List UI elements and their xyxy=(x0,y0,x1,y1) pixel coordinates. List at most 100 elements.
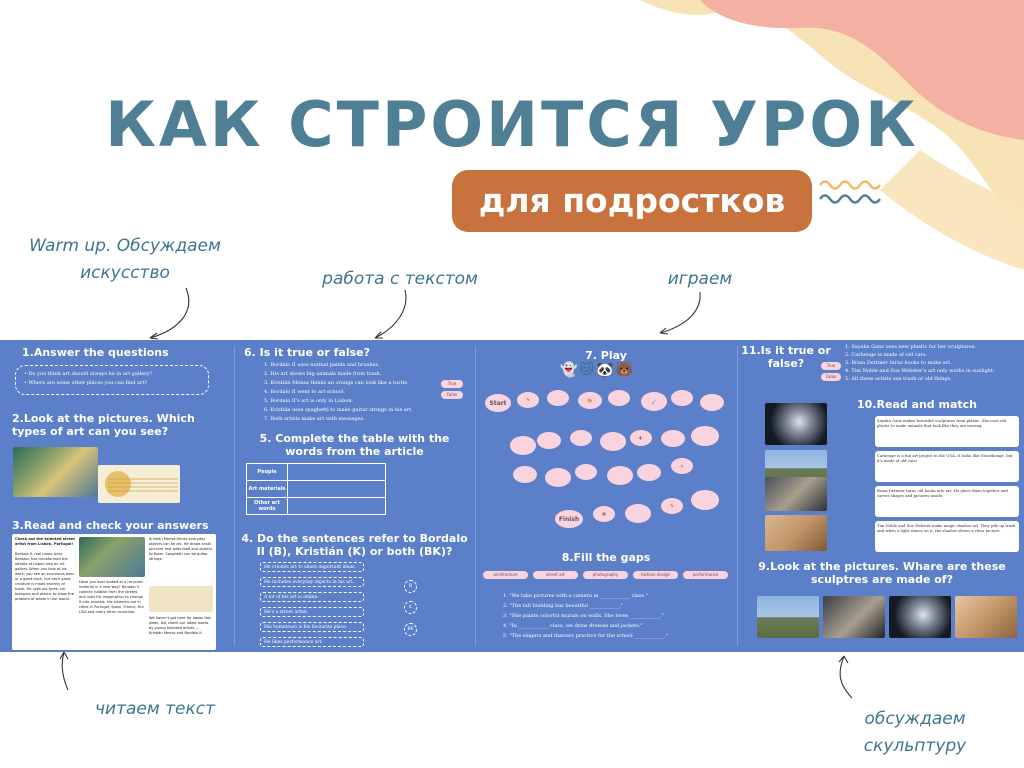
fill-gap-item: 3. "She paints colorful murals on walls.… xyxy=(503,613,723,620)
true-false-item: 2. His art shows big animals made from t… xyxy=(264,371,444,378)
panel-sculpture: 11.Is it true or false? True False 1. Sa… xyxy=(737,340,1024,652)
heading-read-match: 10.Read and match xyxy=(857,398,977,411)
option-k[interactable]: K xyxy=(404,601,417,614)
article-col-4: We haven't got time for boxes this week,… xyxy=(149,616,211,635)
worksheet-board: 1.Answer the questions • Do you think ar… xyxy=(0,340,1024,652)
item-text: All these artists use trash or old thing… xyxy=(851,376,952,382)
item-number: 3. xyxy=(503,613,510,619)
match-text: Sayaka Ganz makes beautiful sculptures f… xyxy=(875,416,1019,447)
subtitle-badge: для подростков xyxy=(452,170,812,232)
item-number: 1. xyxy=(503,593,510,599)
game-cell[interactable] xyxy=(608,390,630,406)
game-cell[interactable] xyxy=(691,426,719,447)
game-cell[interactable]: ▦ xyxy=(593,506,615,522)
word-chip[interactable]: performance xyxy=(683,571,728,579)
game-cell[interactable]: ✎ xyxy=(517,392,539,408)
item-number: 7. xyxy=(264,416,271,422)
heading-sentences-refer: 4. Do the sentences refer to Bordalo II … xyxy=(241,532,468,558)
item-text: "The singers and dancers practice for th… xyxy=(509,633,669,639)
game-cell[interactable] xyxy=(570,430,592,446)
option-b[interactable]: B xyxy=(404,580,417,593)
article-col-1: Bordalo II, real name Artur Bordalo, has… xyxy=(15,552,75,601)
refer-sentence[interactable]: He includes everyday objects in his art. xyxy=(260,577,364,587)
table-cell[interactable] xyxy=(287,497,386,515)
refer-sentence[interactable]: He likes performance art. xyxy=(260,637,364,647)
item-number: 5. xyxy=(845,376,852,382)
heading-true-false: 6. Is it true or false? xyxy=(244,346,370,359)
annotation-reading: читаем текст xyxy=(95,699,215,719)
refer-sentences: He creates art to share important ideas.… xyxy=(260,562,370,648)
item-number: 2. xyxy=(503,603,510,609)
refer-sentence[interactable]: He creates art to share important ideas. xyxy=(260,562,364,572)
word-chip[interactable]: street art xyxy=(533,571,578,579)
refer-sentence[interactable]: He's a street artist. xyxy=(260,607,364,617)
game-cell[interactable]: 🖌 xyxy=(641,392,667,411)
item-number: 4. xyxy=(503,623,510,629)
chip-true-2[interactable]: True xyxy=(821,362,841,370)
spaghetti-guitar-image xyxy=(98,465,180,503)
game-cell[interactable] xyxy=(510,436,536,455)
game-cell[interactable] xyxy=(545,468,571,487)
game-cell[interactable] xyxy=(537,432,561,450)
start-cell[interactable]: Start xyxy=(485,394,511,412)
game-cell[interactable] xyxy=(691,490,719,511)
game-cell[interactable] xyxy=(700,394,724,412)
table-cell[interactable] xyxy=(287,463,386,481)
game-cell[interactable] xyxy=(661,430,685,448)
table-cell[interactable] xyxy=(287,480,386,498)
item-text: "The tall building has beautiful _______… xyxy=(509,603,624,609)
heading-read-check: 3.Read and check your answers xyxy=(12,519,209,532)
fill-gap-item: 1. "We take pictures with a camera in __… xyxy=(503,593,723,600)
game-cell[interactable]: ✎ xyxy=(661,498,683,514)
game-cell[interactable]: 🎨 xyxy=(578,392,602,410)
game-cell[interactable] xyxy=(625,504,651,523)
item-number: 3. xyxy=(264,380,271,386)
ghost-icon: 👻 xyxy=(560,362,580,378)
word-chip[interactable]: fashion design xyxy=(633,571,678,579)
annotation-warmup: Warm up. Обсуждаем искусство xyxy=(29,236,221,283)
street-art-heron-image xyxy=(13,447,98,497)
game-cell[interactable]: ⌂ xyxy=(671,458,693,474)
item-text: Sayaka Ganz uses new plastic for her scu… xyxy=(851,344,977,350)
fill-gap-item: 4. "In ____________ class, we draw dress… xyxy=(503,623,723,630)
option-bk[interactable]: BK xyxy=(404,623,417,636)
panda-icon: 🐼 xyxy=(596,362,616,378)
decorative-blobs xyxy=(640,0,1024,270)
match-text: Brian Dettmer turns old books into art. … xyxy=(875,486,1019,517)
heading-true-false-2: 11.Is it true or false? xyxy=(741,344,831,370)
game-cell[interactable] xyxy=(671,390,693,406)
item-number: 4. xyxy=(845,368,852,374)
item-text: Kristián Mensa thinks an orange can look… xyxy=(270,380,409,386)
true-false-item: 4. Bordalo II went to art school. xyxy=(264,389,444,396)
panel-warmup: 1.Answer the questions • Do you think ar… xyxy=(0,340,234,652)
word-chip[interactable]: architecture xyxy=(483,571,528,579)
match-text: Carhenge is a fun art project in the USA… xyxy=(875,451,1019,482)
game-cell[interactable] xyxy=(547,390,569,406)
game-cell[interactable] xyxy=(575,464,597,480)
game-cell[interactable] xyxy=(600,432,626,451)
heading-look-pictures: 2.Look at the pictures. Which types of a… xyxy=(12,412,195,438)
bottom-photo-carhenge xyxy=(757,596,819,638)
refer-sentence[interactable]: His hometown is his favourite place. xyxy=(260,622,364,632)
item-number: 5. xyxy=(264,398,271,404)
game-cell[interactable]: ◐ xyxy=(630,430,652,446)
finish-cell[interactable]: Finish xyxy=(555,510,583,528)
item-number: 4. xyxy=(264,389,271,395)
true-false-item: 5. Bordalo II's art is only in Lisbon. xyxy=(264,398,444,405)
article-document: Check out the talented street artist fro… xyxy=(12,534,216,650)
item-text: Brian Dettmer turns books to make art. xyxy=(851,360,952,366)
item-text: "In ____________ class, we draw dresses … xyxy=(509,623,643,629)
true-false-item: 1. Sayaka Ganz uses new plastic for her … xyxy=(845,344,1020,351)
question-1: • Do you think art should always be in a… xyxy=(24,371,153,377)
chip-false[interactable]: False xyxy=(441,391,463,399)
word-chip[interactable]: photography xyxy=(583,571,628,579)
game-cell[interactable] xyxy=(637,464,661,482)
refer-sentence[interactable]: A lot of his art is online. xyxy=(260,592,364,602)
annotation-text-work: работа с текстом xyxy=(322,269,478,289)
true-false-item: 4. Tim Noble and Sue Webster's art only … xyxy=(845,368,1020,375)
game-cell[interactable] xyxy=(513,466,537,484)
item-text: Bordalo II's art is only in Lisbon. xyxy=(270,398,354,404)
game-cell[interactable] xyxy=(607,466,633,485)
chip-false-2[interactable]: False xyxy=(821,373,841,381)
chip-true[interactable]: True xyxy=(441,380,463,388)
